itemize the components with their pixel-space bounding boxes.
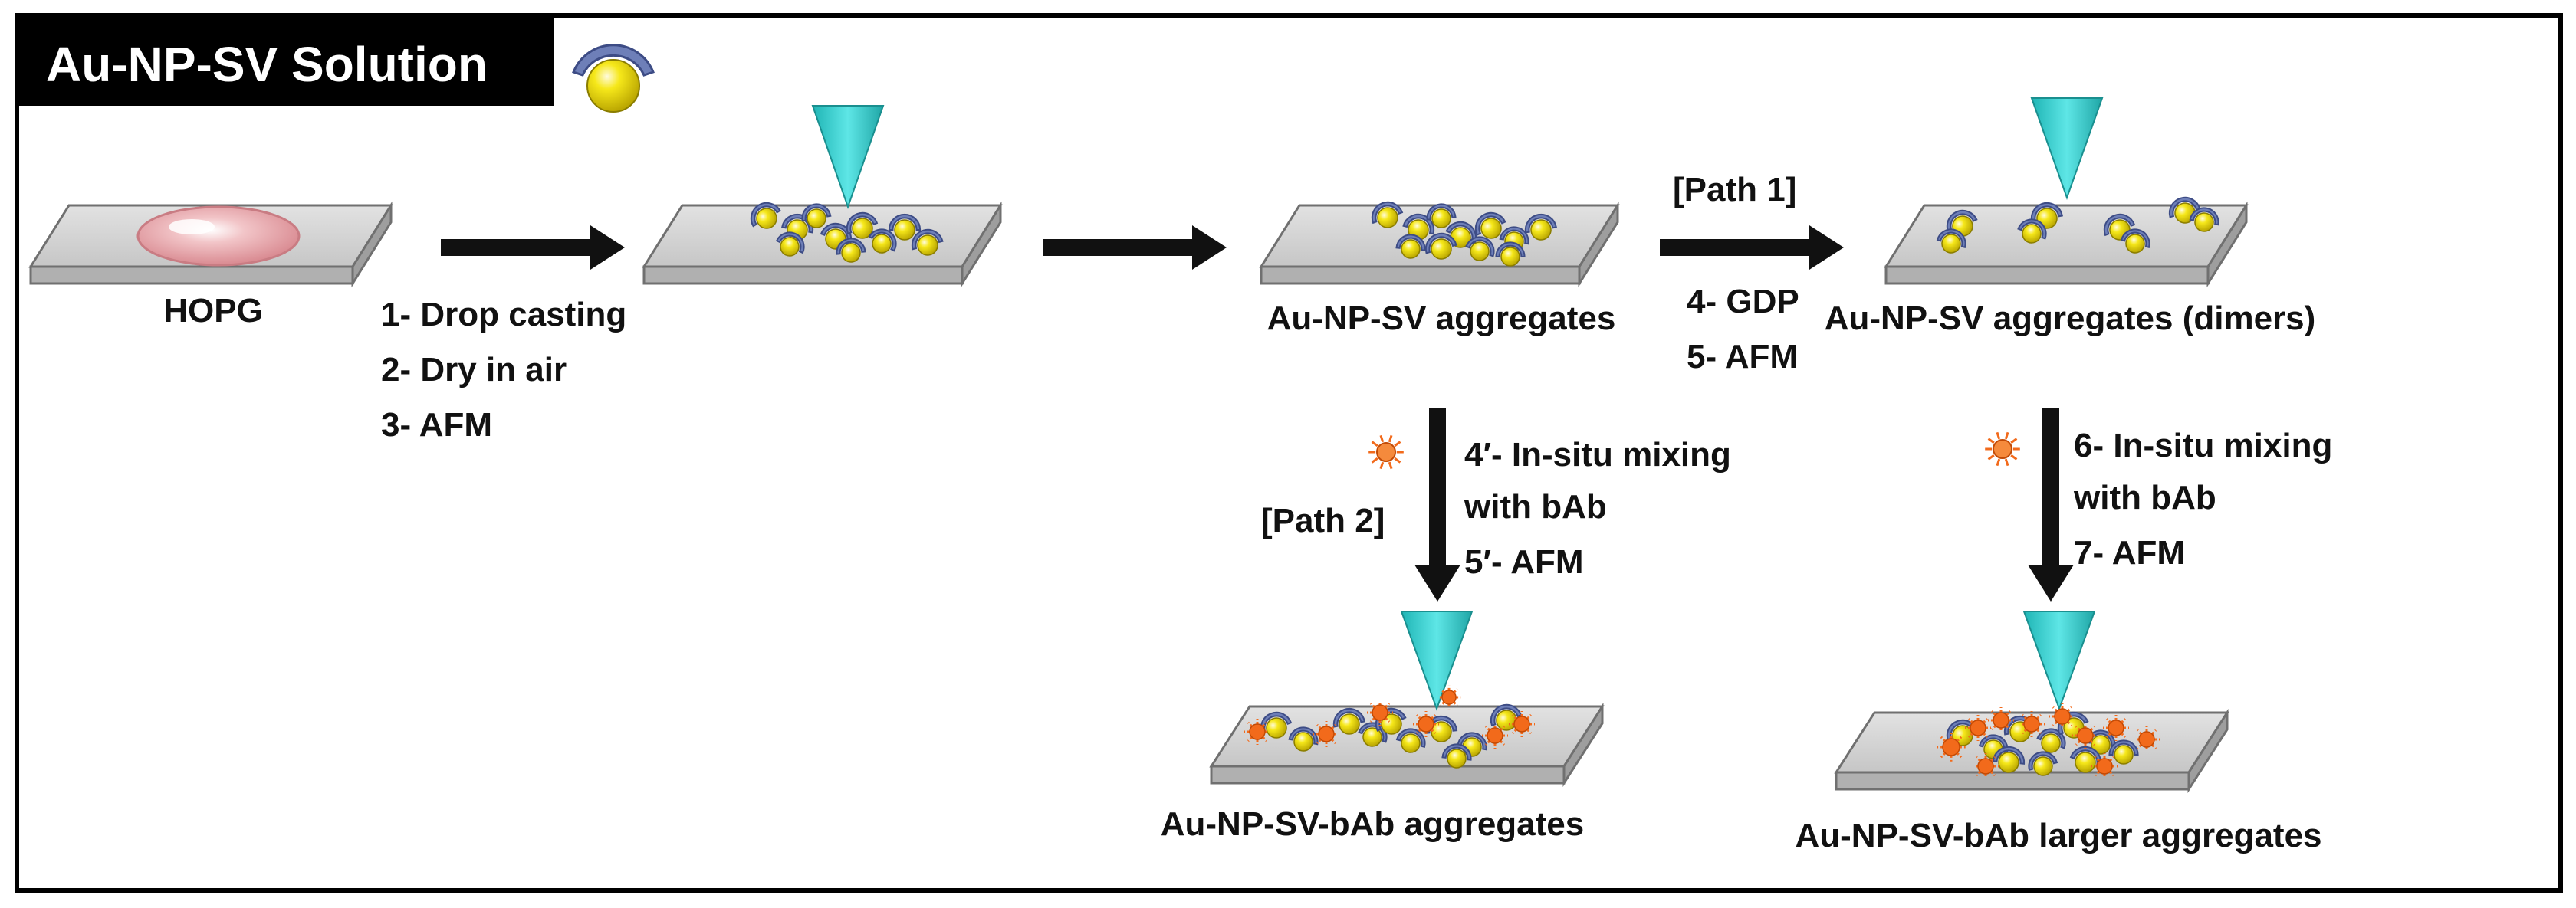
- step-path2-mixing: 4′- In-situ mixing: [1464, 436, 1731, 474]
- gold-nanoparticle-icon: [836, 238, 866, 263]
- arrow-down: [1414, 408, 1460, 602]
- antibody-icon: [1367, 700, 1393, 726]
- hopg-slide: [28, 201, 393, 288]
- afm-tip-icon: [811, 105, 885, 210]
- gold-nanoparticle-icon: [1288, 726, 1319, 752]
- gold-nanoparticle-icon: [2017, 218, 2047, 244]
- gold-nanoparticle-icon: [1524, 213, 1558, 241]
- step-drop-casting: 1- Drop casting: [381, 296, 626, 333]
- antibody-icon: [1244, 719, 1270, 745]
- gold-nanoparticle-icon: [1992, 746, 2026, 773]
- gold-nanoparticle-icon: [1260, 711, 1293, 739]
- gold-nanoparticle-icon: [1465, 236, 1495, 261]
- label-bab-aggregates: Au-NP-SV-bAb aggregates: [1161, 805, 1585, 843]
- arrow-right: [441, 225, 625, 270]
- sun-icon: [1985, 431, 2020, 467]
- antibody-icon: [2091, 753, 2118, 779]
- antibody-icon: [1413, 711, 1439, 737]
- antibody-icon: [1482, 723, 1508, 749]
- step-path3-with-bab: with bAb: [2073, 479, 2216, 516]
- gold-nanoparticle-icon: [1936, 228, 1967, 254]
- label-dimers: Au-NP-SV aggregates (dimers): [1825, 300, 2316, 337]
- gold-nanoparticle-icon: [1441, 743, 1472, 769]
- antibody-icon: [1937, 733, 1966, 762]
- gold-nanoparticle-icon: [1495, 241, 1526, 267]
- gold-nanoparticle-icon: [801, 203, 832, 228]
- sun-icon: [1368, 434, 1404, 470]
- antibody-icon: [1437, 685, 1461, 710]
- gold-nanoparticle-icon: [1474, 211, 1506, 239]
- gold-nanoparticle-icon: [2028, 751, 2058, 776]
- step-path2-afm: 5′- AFM: [1464, 543, 1584, 581]
- gold-nanoparticle-icon: [1424, 232, 1457, 260]
- antibody-icon: [2103, 715, 2129, 741]
- gold-nanoparticle-icon: [2108, 739, 2139, 765]
- gold-nanoparticle-icon: [2120, 228, 2150, 254]
- antibody-icon: [2019, 711, 2045, 737]
- antibody-icon: [1965, 715, 1991, 741]
- gold-nanoparticle-icon: [750, 202, 781, 229]
- antibody-icon: [1313, 721, 1339, 747]
- afm-tip-icon: [2030, 97, 2104, 200]
- page-title: Au-NP-SV Solution: [46, 37, 488, 92]
- antibody-icon: [1988, 707, 2014, 733]
- label-path2: [Path 2]: [1261, 502, 1385, 539]
- gold-nanoparticle-icon: [911, 228, 944, 256]
- label-bab-larger: Au-NP-SV-bAb larger aggregates: [1795, 817, 2321, 854]
- gold-nanoparticle-icon: [2069, 746, 2102, 773]
- antibody-icon: [1973, 753, 1999, 779]
- gold-nanoparticle-icon: [1371, 201, 1404, 228]
- outer-frame: [15, 13, 2563, 893]
- gold-nanoparticle-icon: [1395, 234, 1426, 259]
- afm-tip-icon: [2022, 611, 2096, 711]
- gold-nanoparticle-icon: [868, 228, 897, 254]
- step-dry-in-air: 2- Dry in air: [381, 351, 567, 388]
- antibody-icon: [2049, 703, 2075, 729]
- step-afm: 3- AFM: [381, 406, 492, 444]
- arrow-down: [2028, 408, 2074, 602]
- arrow-right: [1043, 225, 1227, 270]
- step-path2-with-bab: with bAb: [1464, 488, 1607, 526]
- gold-nanoparticle-icon: [1490, 703, 1523, 731]
- gold-nanoparticle-icon: [888, 213, 922, 241]
- slide-dimers: [1884, 201, 2249, 288]
- sun-icons-layer: [1368, 431, 2020, 470]
- step-gdp: 4- GDP: [1687, 283, 1799, 320]
- title-banner: [17, 15, 554, 106]
- gold-nanoparticle-icon: [2189, 207, 2220, 232]
- antibody-icon: [2134, 726, 2160, 752]
- step-path3-afm: 7- AFM: [2074, 534, 2185, 572]
- label-hopg: HOPG: [163, 292, 263, 329]
- nanoparticle-legend-icon: [572, 44, 655, 113]
- afm-tip-icon: [1400, 611, 1474, 711]
- gold-nanoparticle-icon: [846, 211, 879, 239]
- step-path1-afm: 5- AFM: [1687, 338, 1798, 375]
- arrow-right: [1660, 225, 1844, 270]
- label-aggregates: Au-NP-SV aggregates: [1267, 300, 1616, 337]
- step-path3-mixing: 6- In-situ mixing: [2074, 427, 2332, 464]
- droplet-icon: [136, 205, 301, 267]
- nanoparticles-layer: [750, 196, 2220, 779]
- antibody-icon: [1509, 711, 1535, 737]
- gold-nanoparticle-icon: [1332, 707, 1366, 735]
- label-path1: [Path 1]: [1673, 171, 1796, 208]
- gold-nanoparticle-icon: [775, 231, 805, 257]
- antibody-icon: [2072, 723, 2098, 749]
- gold-nanoparticle-icon: [1426, 203, 1457, 228]
